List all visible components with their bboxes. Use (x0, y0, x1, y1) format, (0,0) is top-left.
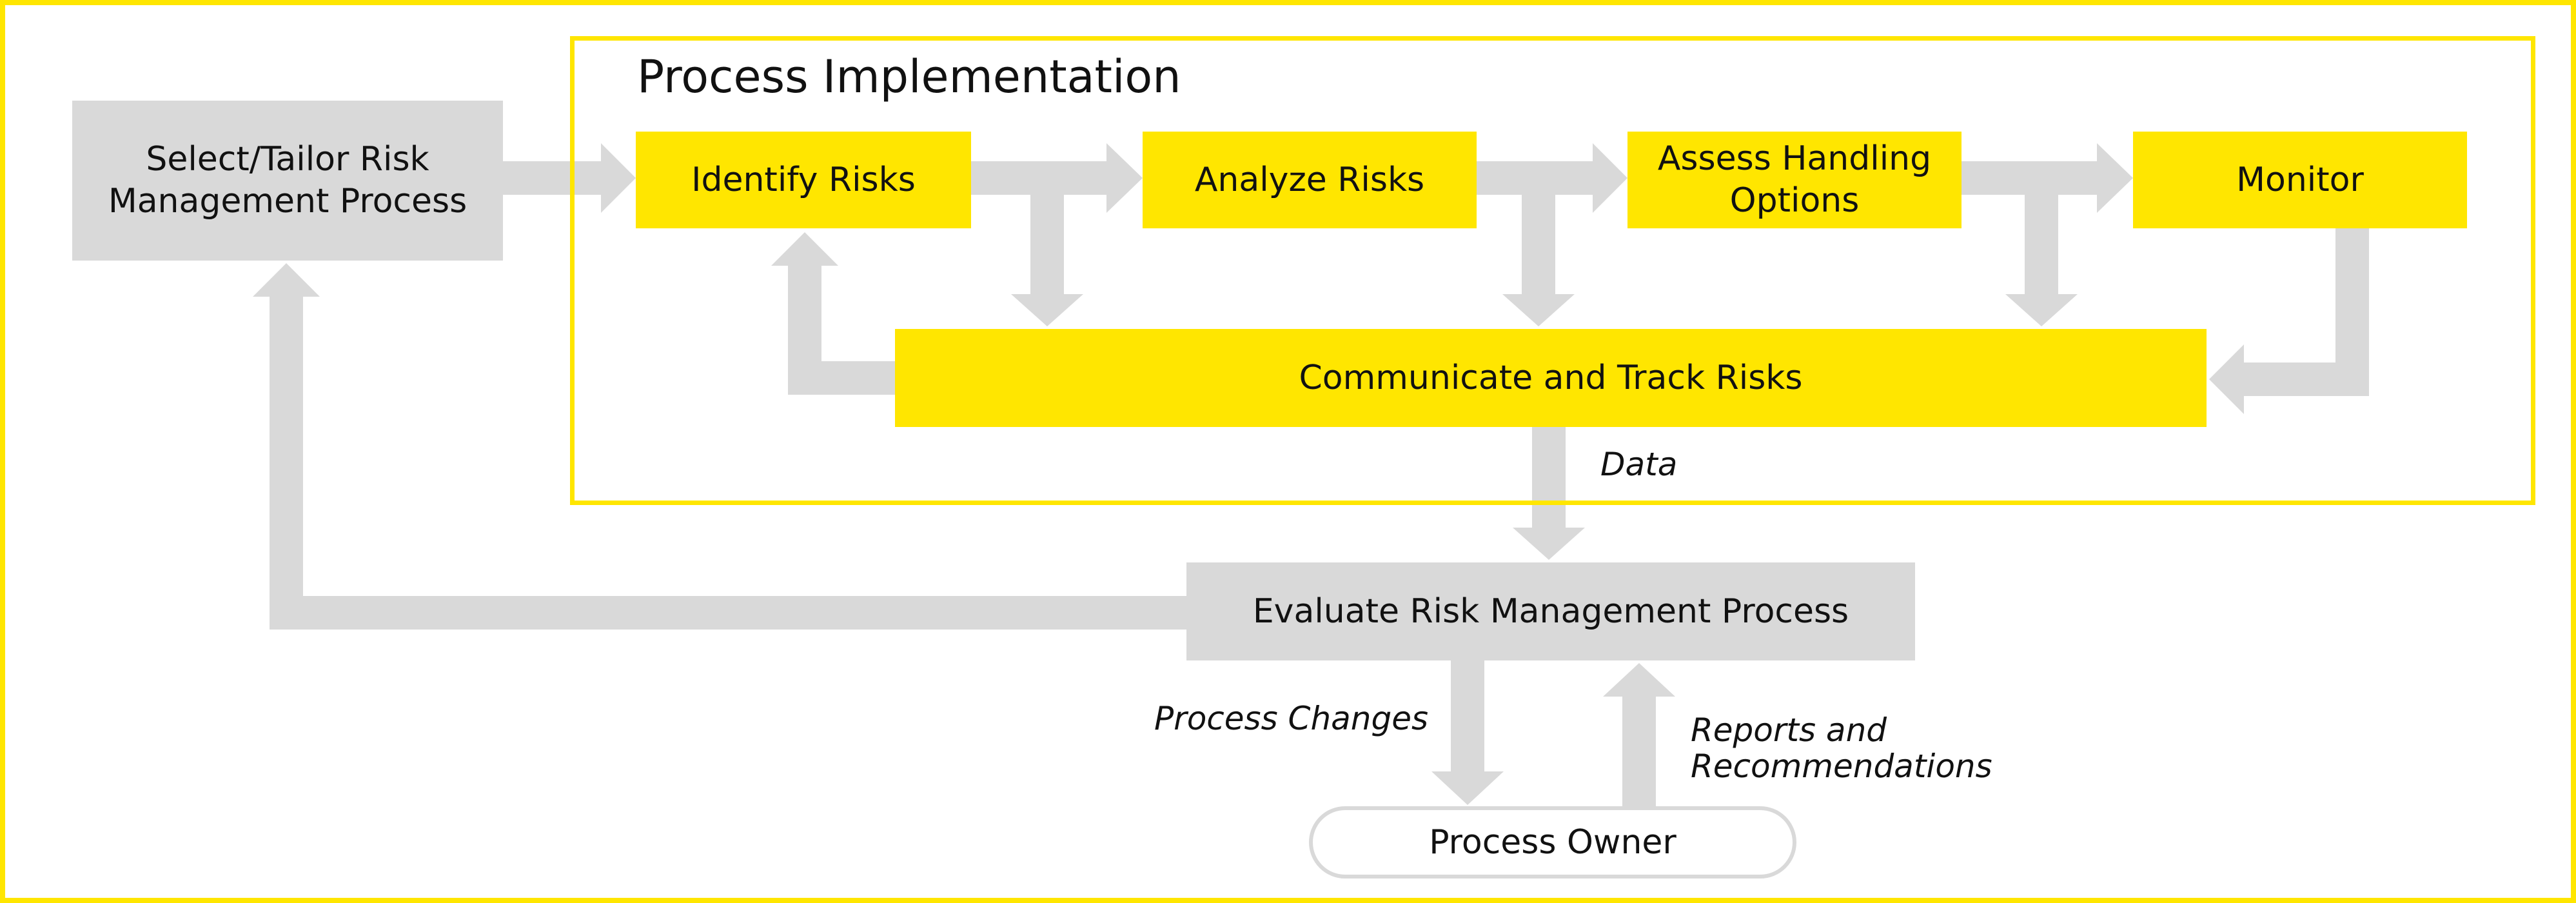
arrow-communicate-to-evaluate (1513, 427, 1585, 560)
monitor-label: Monitor (2236, 160, 2364, 199)
arrow-select-to-identify (503, 143, 636, 213)
assess-handling-line1: Assess Handling (1657, 139, 1932, 178)
arrow-assess-monitor-to-communicate (2005, 195, 2078, 326)
reports-recommendations-edge-label: Reports and Recommendations (1691, 712, 1992, 784)
communicate-track-node: Communicate and Track Risks (895, 329, 2207, 427)
select-tailor-node: Select/Tailor Risk Management Process (72, 101, 503, 261)
analyze-risks-node: Analyze Risks (1143, 132, 1477, 228)
evaluate-process-node: Evaluate Risk Management Process (1186, 562, 1915, 660)
analyze-risks-label: Analyze Risks (1194, 160, 1425, 199)
process-owner-label: Process Owner (1429, 822, 1676, 862)
monitor-node: Monitor (2133, 132, 2467, 228)
arrow-owner-to-evaluate (1603, 663, 1675, 806)
identify-risks-label: Identify Risks (691, 160, 916, 199)
arrow-assess-to-monitor (1961, 143, 2133, 213)
process-implementation-frame (570, 36, 2535, 505)
assess-handling-line2: Options (1729, 181, 1860, 220)
select-tailor-line2: Management Process (108, 182, 467, 221)
arrow-analyze-assess-to-communicate (1502, 195, 1575, 326)
arrow-identify-to-analyze (971, 143, 1143, 213)
communicate-track-label: Communicate and Track Risks (1299, 358, 1803, 397)
process-owner-node: Process Owner (1309, 806, 1796, 878)
arrow-identify-analyze-to-communicate (1011, 195, 1083, 326)
select-tailor-line1: Select/Tailor Risk (146, 140, 429, 179)
arrow-monitor-to-communicate (2209, 228, 2369, 414)
arrow-evaluate-to-owner (1431, 660, 1504, 805)
assess-handling-node: Assess Handling Options (1627, 132, 1961, 228)
arrow-communicate-to-identify (771, 232, 895, 395)
arrow-analyze-to-assess (1477, 143, 1627, 213)
identify-risks-node: Identify Risks (636, 132, 971, 228)
data-edge-label: Data (1600, 446, 1678, 483)
reports-line1: Reports and (1691, 711, 1887, 749)
reports-line2: Recommendations (1691, 748, 1992, 785)
evaluate-process-label: Evaluate Risk Management Process (1252, 591, 1849, 631)
process-changes-edge-label: Process Changes (1154, 700, 1429, 737)
process-implementation-title: Process Implementation (637, 50, 1181, 103)
